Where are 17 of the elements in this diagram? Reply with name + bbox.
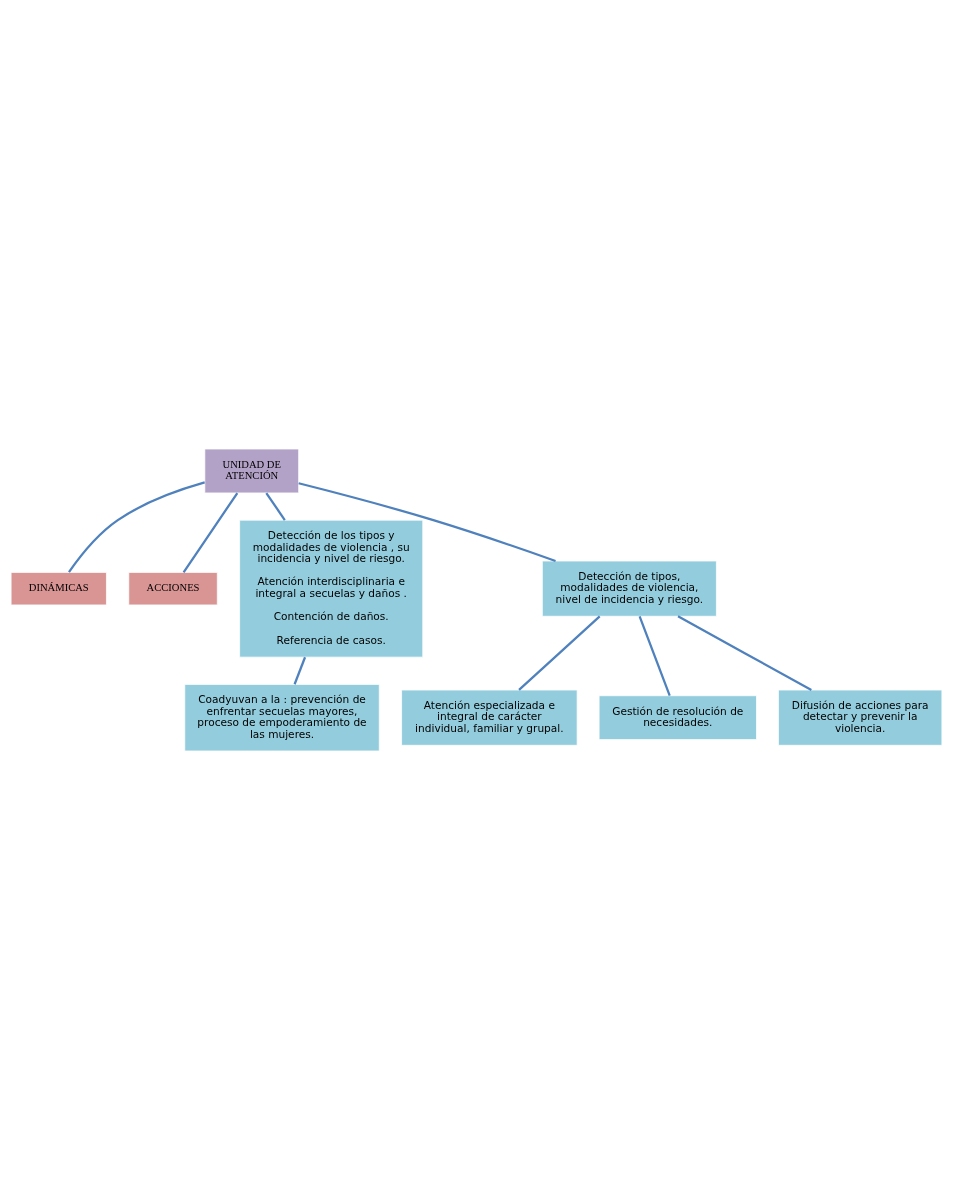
connector [265, 492, 286, 521]
connector [68, 481, 205, 573]
connector [677, 615, 812, 691]
node-box: Coadyuvan a la : prevención de enfrentar secuelas mayores, proceso de empoderamiento de las mujeres. [184, 684, 380, 752]
node-box: UNIDAD DE ATENCIÓN [204, 448, 300, 494]
node-box: ACCIONES [128, 572, 218, 606]
node-box: Gestión de resolución de necesidades. [598, 695, 757, 740]
connector [518, 615, 601, 691]
node-box: DINÁMICAS [10, 572, 107, 606]
connector [638, 616, 671, 696]
connector [293, 656, 307, 685]
connector [298, 482, 556, 563]
connector [182, 492, 239, 573]
node-box: Difusión de acciones para detectar y prevenir la violencia. [778, 689, 943, 746]
node-box: Detección de tipos, modalidades de violencia, nivel de incidencia y riesgo. [541, 560, 717, 617]
node-box: Atención especializada e integral de carácter individual, familiar y grupal. [401, 689, 578, 746]
node-box: Detección de los tipos y modalidades de violencia , su incidencia y nivel de riesgo. Atención interdisciplinaria e integral a secuelas y daños . Contención de daños. Referencia de casos. [239, 519, 424, 658]
